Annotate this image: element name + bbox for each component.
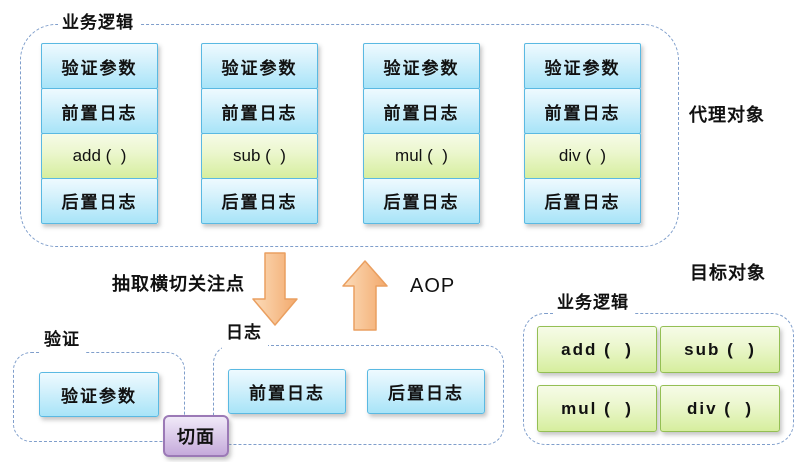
proxy-group-label: 业务逻辑 xyxy=(58,14,140,40)
box-method-sub: sub ( ) xyxy=(660,326,780,373)
proxy-column-div: 验证参数 前置日志 div ( ) 后置日志 xyxy=(524,43,641,224)
cell-method-mul: mul ( ) xyxy=(363,132,480,180)
proxy-column-add: 验证参数 前置日志 add ( ) 后置日志 xyxy=(41,43,158,224)
proxy-object-group xyxy=(20,24,679,247)
extract-crosscut-label: 抽取横切关注点 xyxy=(112,274,245,294)
aop-label: AOP xyxy=(410,275,456,297)
cell-validate-params: 验证参数 xyxy=(363,43,480,90)
cell-post-log: 后置日志 xyxy=(201,177,318,224)
cell-method-sub: sub ( ) xyxy=(201,132,318,180)
validation-group-label: 验证 xyxy=(40,331,86,357)
cell-post-log: 后置日志 xyxy=(41,177,158,224)
proxy-side-label: 代理对象 xyxy=(689,105,765,125)
validation-aspect-group xyxy=(13,352,185,442)
cell-pre-log: 前置日志 xyxy=(201,87,318,135)
logging-aspect-group xyxy=(213,345,504,445)
proxy-column-sub: 验证参数 前置日志 sub ( ) 后置日志 xyxy=(201,43,318,224)
cell-validate-params: 验证参数 xyxy=(201,43,318,90)
up-arrow-icon xyxy=(342,260,388,331)
cell-pre-log: 前置日志 xyxy=(524,87,641,135)
cell-method-div: div ( ) xyxy=(524,132,641,180)
cell-validate-params: 验证参数 xyxy=(41,43,158,90)
cell-pre-log: 前置日志 xyxy=(41,87,158,135)
target-group-label: 业务逻辑 xyxy=(553,294,635,320)
cell-post-log: 后置日志 xyxy=(363,177,480,224)
logging-group-label: 日志 xyxy=(222,324,268,350)
box-method-add: add ( ) xyxy=(537,326,657,373)
target-object-group xyxy=(523,313,794,445)
cell-pre-log: 前置日志 xyxy=(363,87,480,135)
proxy-column-mul: 验证参数 前置日志 mul ( ) 后置日志 xyxy=(363,43,480,224)
box-validate-params: 验证参数 xyxy=(39,372,159,417)
cell-method-add: add ( ) xyxy=(41,132,158,180)
box-method-div: div ( ) xyxy=(660,385,780,432)
down-arrow-icon xyxy=(252,252,298,326)
cell-post-log: 后置日志 xyxy=(524,177,641,224)
box-pre-log: 前置日志 xyxy=(228,369,346,414)
aspect-tag: 切面 xyxy=(163,415,229,457)
cell-validate-params: 验证参数 xyxy=(524,43,641,90)
box-post-log: 后置日志 xyxy=(367,369,485,414)
target-side-label: 目标对象 xyxy=(690,263,766,283)
box-method-mul: mul ( ) xyxy=(537,385,657,432)
